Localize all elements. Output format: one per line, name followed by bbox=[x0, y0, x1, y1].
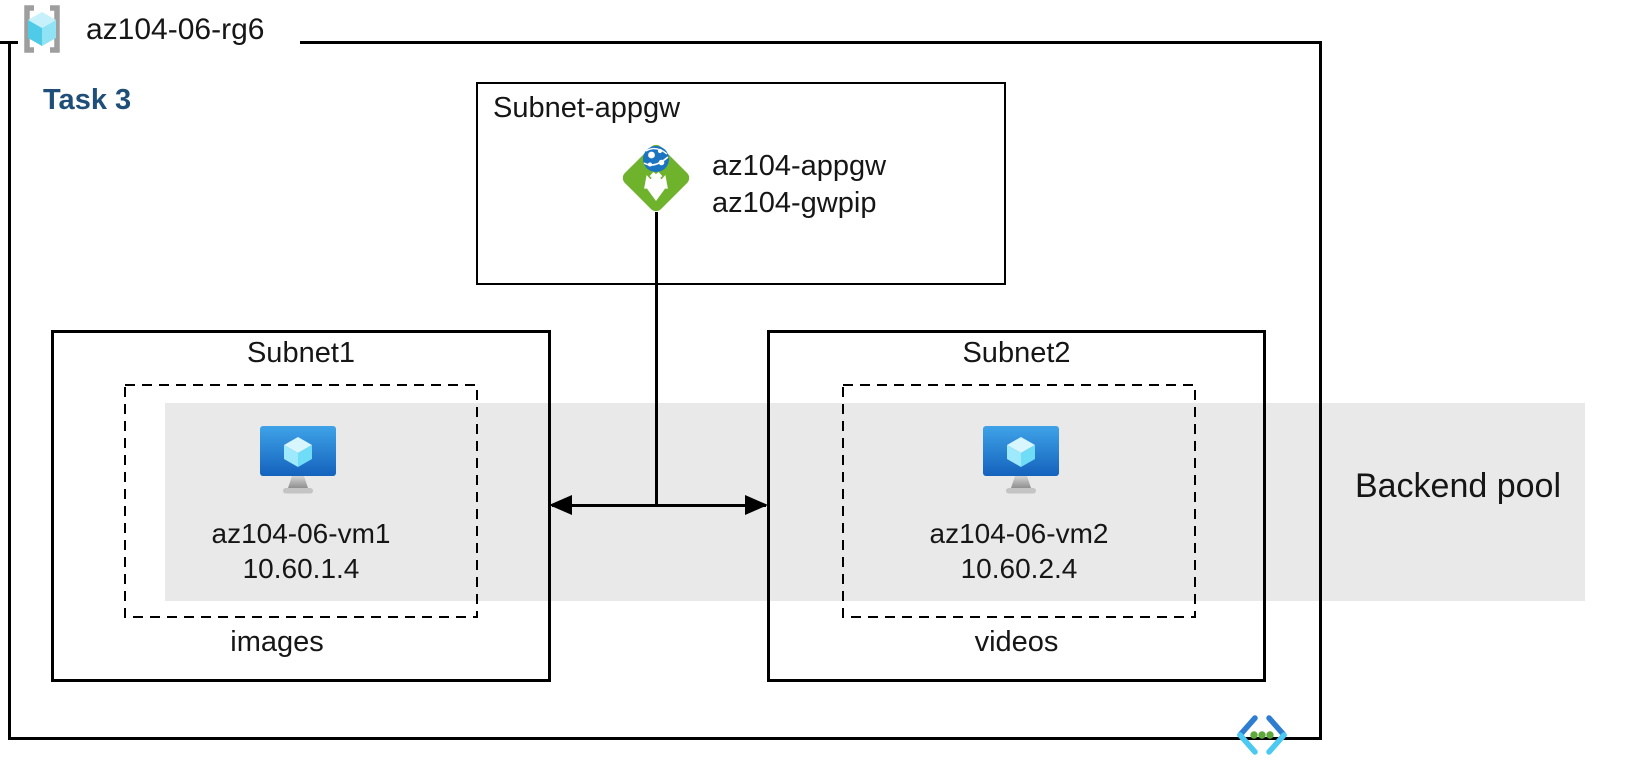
resource-group-border-gap bbox=[18, 39, 300, 47]
resource-group-border bbox=[8, 41, 1322, 740]
appgw-connector-line bbox=[655, 212, 658, 506]
subnet1-dashed-group bbox=[124, 384, 478, 618]
resource-group-name: az104-06-rg6 bbox=[86, 13, 265, 46]
subnet-connector-line bbox=[552, 504, 766, 507]
arrowhead-left bbox=[549, 495, 572, 515]
subnet2-box bbox=[767, 330, 1266, 682]
task-label: Task 3 bbox=[43, 84, 132, 116]
subnet2-container-label: videos bbox=[974, 626, 1059, 658]
subnet-appgw-box bbox=[476, 82, 1006, 285]
virtual-network-icon bbox=[1237, 715, 1287, 755]
vm1-name: az104-06-vm1 bbox=[211, 518, 391, 549]
vm2-name: az104-06-vm2 bbox=[929, 518, 1109, 549]
subnet-appgw-title: Subnet-appgw bbox=[493, 92, 681, 124]
vm1-ip: 10.60.1.4 bbox=[242, 553, 360, 584]
vm2-ip: 10.60.2.4 bbox=[960, 553, 1078, 584]
subnet1-box bbox=[51, 330, 551, 682]
vm2-labels: az104-06-vm2 10.60.2.4 bbox=[843, 516, 1195, 586]
resource-group-icon bbox=[24, 5, 60, 53]
subnet1-container-label: images bbox=[230, 626, 324, 658]
subnet2-dashed-group bbox=[842, 384, 1196, 618]
subnet1-title: Subnet1 bbox=[246, 337, 356, 369]
subnet2-title: Subnet2 bbox=[962, 337, 1071, 369]
virtual-machine-icon bbox=[983, 426, 1059, 494]
application-gateway-icon bbox=[622, 144, 690, 212]
vm1-labels: az104-06-vm1 10.60.1.4 bbox=[125, 516, 477, 586]
appgw-name: az104-appgw bbox=[712, 150, 887, 182]
backend-pool-band bbox=[165, 403, 1585, 601]
arrowhead-right bbox=[745, 495, 768, 515]
backend-pool-label: Backend pool bbox=[1354, 467, 1562, 505]
resource-group-border-stub bbox=[0, 41, 12, 44]
appgw-labels: az104-appgw az104-gwpip bbox=[712, 148, 886, 222]
appgw-public-ip-name: az104-gwpip bbox=[712, 187, 877, 219]
virtual-machine-icon bbox=[260, 426, 336, 494]
